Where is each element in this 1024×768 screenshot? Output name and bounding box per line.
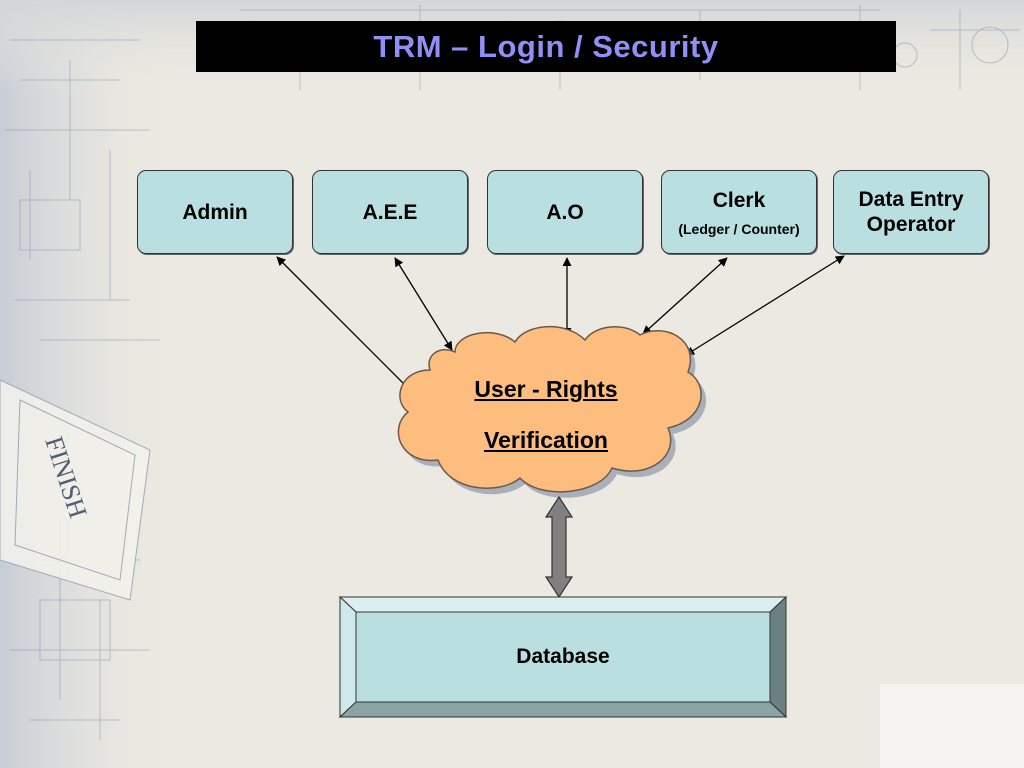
role-ao-label: A.O (546, 200, 584, 224)
role-aee: A.E.E (312, 170, 468, 254)
role-admin: Admin (137, 170, 293, 254)
cloud-database-block-arrow (544, 495, 574, 599)
role-aee-label: A.E.E (362, 200, 418, 224)
connector-data-entry-operator (685, 255, 845, 356)
verification-line-1: User - Rights (474, 376, 618, 402)
connector-admin (276, 256, 411, 391)
role-clerk-label: Clerk (712, 188, 766, 212)
database-label: Database (516, 645, 610, 668)
role-ao: A.O (487, 170, 643, 254)
database-box (338, 595, 788, 719)
role-data-entry-operator: Data Entry Operator (833, 170, 989, 254)
role-clerk: Clerk (Ledger / Counter) (661, 170, 817, 254)
connector-clerk (642, 257, 728, 335)
verification-line-2: Verification (484, 427, 608, 453)
role-clerk-sublabel: (Ledger / Counter) (678, 220, 800, 237)
verification-cloud (397, 326, 707, 498)
title-bar: TRM – Login / Security (196, 21, 896, 72)
corner-patch (880, 684, 1024, 768)
connector-aee (394, 257, 453, 351)
role-admin-label: Admin (182, 200, 248, 224)
role-data-entry-operator-label: Data Entry Operator (858, 188, 964, 236)
page-title: TRM – Login / Security (373, 28, 719, 64)
